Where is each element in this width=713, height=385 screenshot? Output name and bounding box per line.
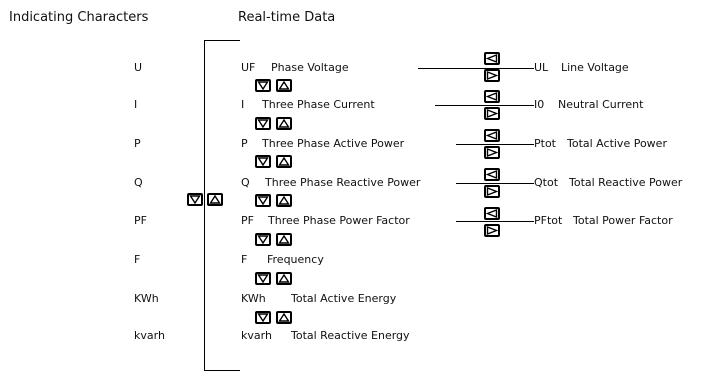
right-triangle-icon — [486, 148, 498, 157]
indicator-p: P — [134, 137, 141, 150]
left-key[interactable] — [484, 129, 500, 142]
down-key[interactable] — [187, 193, 203, 206]
up-triangle-icon — [278, 196, 290, 205]
phase-item-code: P — [241, 137, 248, 150]
total-item-code: I0 — [534, 98, 545, 111]
up-key[interactable] — [276, 272, 292, 285]
phase-item-name: Three Phase Current — [262, 98, 375, 111]
phase-item-name: Total Reactive Energy — [291, 329, 410, 342]
phase-item-name: Three Phase Active Power — [262, 137, 405, 150]
indicator-pf: PF — [134, 214, 147, 227]
down-key[interactable] — [255, 311, 271, 324]
phase-item-code: Q — [241, 176, 250, 189]
phase-item-code: F — [241, 253, 248, 266]
left-triangle-icon — [486, 170, 498, 179]
up-triangle-icon — [278, 81, 290, 90]
right-triangle-icon — [486, 71, 498, 80]
up-triangle-icon — [278, 157, 290, 166]
phase-item-name: Total Active Energy — [291, 292, 397, 305]
left-key[interactable] — [484, 168, 500, 181]
left-triangle-icon — [486, 54, 498, 63]
down-triangle-icon — [257, 157, 269, 166]
down-triangle-icon — [257, 274, 269, 283]
phase-item-name: Phase Voltage — [271, 61, 349, 74]
up-key[interactable] — [276, 117, 292, 130]
indicator-i: I — [134, 98, 138, 111]
down-key[interactable] — [255, 79, 271, 92]
bracket-line — [204, 40, 205, 371]
right-key[interactable] — [484, 69, 500, 82]
connector-line — [435, 105, 534, 106]
indicator-f: F — [134, 253, 141, 266]
total-item-name: Neutral Current — [558, 98, 644, 111]
phase-item-code: PF — [241, 214, 254, 227]
right-key[interactable] — [484, 224, 500, 237]
down-key[interactable] — [255, 155, 271, 168]
total-item-code: UL — [534, 61, 549, 74]
right-triangle-icon — [486, 226, 498, 235]
bracket-line — [204, 40, 240, 41]
total-item-name: Line Voltage — [561, 61, 629, 74]
indicator-q: Q — [134, 176, 143, 189]
left-key[interactable] — [484, 207, 500, 220]
connector-line — [456, 221, 534, 222]
right-key[interactable] — [484, 107, 500, 120]
connector-line — [456, 144, 534, 145]
down-triangle-icon — [189, 195, 201, 204]
connector-line — [418, 68, 534, 69]
left-triangle-icon — [486, 209, 498, 218]
up-key[interactable] — [276, 233, 292, 246]
down-key[interactable] — [255, 194, 271, 207]
total-item-name: Total Active Power — [567, 137, 667, 150]
indicator-kvarh: kvarh — [134, 329, 165, 342]
right-triangle-icon — [486, 187, 498, 196]
up-triangle-icon — [278, 313, 290, 322]
phase-item-name: Frequency — [267, 253, 324, 266]
total-item-code: Qtot — [534, 176, 559, 189]
up-triangle-icon — [278, 274, 290, 283]
down-triangle-icon — [257, 235, 269, 244]
up-key[interactable] — [276, 79, 292, 92]
real-time-data-heading: Real-time Data — [238, 10, 336, 25]
down-triangle-icon — [257, 119, 269, 128]
down-triangle-icon — [257, 81, 269, 90]
phase-item-code: UF — [241, 61, 256, 74]
phase-item-code: I — [241, 98, 245, 111]
up-triangle-icon — [278, 235, 290, 244]
down-key[interactable] — [255, 117, 271, 130]
indicator-kwh: KWh — [134, 292, 159, 305]
up-triangle-icon — [209, 195, 221, 204]
down-key[interactable] — [255, 233, 271, 246]
up-key[interactable] — [276, 311, 292, 324]
phase-item-name: Three Phase Reactive Power — [265, 176, 421, 189]
connector-line — [456, 183, 534, 184]
up-key[interactable] — [276, 155, 292, 168]
bracket-line — [204, 370, 240, 371]
down-triangle-icon — [257, 196, 269, 205]
up-key[interactable] — [207, 193, 223, 206]
total-item-code: PFtot — [534, 214, 563, 227]
up-key[interactable] — [276, 194, 292, 207]
up-triangle-icon — [278, 119, 290, 128]
left-key[interactable] — [484, 90, 500, 103]
phase-item-code: kvarh — [241, 329, 272, 342]
left-triangle-icon — [486, 92, 498, 101]
total-item-name: Total Power Factor — [573, 214, 673, 227]
phase-item-code: KWh — [241, 292, 266, 305]
down-key[interactable] — [255, 272, 271, 285]
indicating-characters-heading: Indicating Characters — [9, 10, 149, 25]
right-triangle-icon — [486, 109, 498, 118]
left-key[interactable] — [484, 52, 500, 65]
down-triangle-icon — [257, 313, 269, 322]
left-triangle-icon — [486, 131, 498, 140]
total-item-name: Total Reactive Power — [569, 176, 683, 189]
right-key[interactable] — [484, 185, 500, 198]
indicator-u: U — [134, 61, 143, 74]
phase-item-name: Three Phase Power Factor — [268, 214, 410, 227]
total-item-code: Ptot — [534, 137, 556, 150]
right-key[interactable] — [484, 146, 500, 159]
